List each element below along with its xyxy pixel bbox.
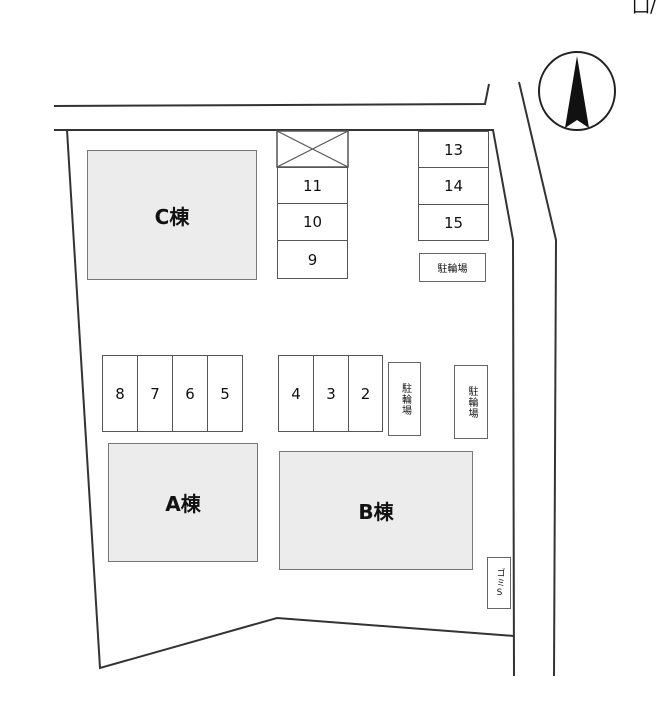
bicycle-parking-upper: 駐輪場 — [419, 253, 486, 282]
parking-slot-3: 3 — [313, 355, 349, 432]
building-c: C棟 — [87, 150, 257, 280]
parking-slot-6: 6 — [172, 355, 208, 432]
parking-slot-15: 15 — [418, 204, 489, 241]
garbage-station-label: ゴミS — [494, 567, 505, 599]
garbage-station: ゴミS — [487, 557, 511, 609]
bicycle-parking-right: 駐輪場 — [454, 365, 488, 439]
parking-slot-14: 14 — [418, 167, 489, 205]
parking-slot-5: 5 — [207, 355, 243, 432]
bicycle-parking-middle-label: 駐輪場 — [399, 382, 411, 416]
parking-slot-10: 10 — [277, 203, 348, 241]
building-b: B棟 — [279, 451, 473, 570]
bicycle-parking-middle: 駐輪場 — [388, 362, 421, 436]
building-a: A棟 — [108, 443, 258, 562]
parking-slot-2: 2 — [348, 355, 383, 432]
parking-slot-13: 13 — [418, 131, 489, 168]
parking-slot-7: 7 — [137, 355, 173, 432]
parking-slot-8: 8 — [102, 355, 138, 432]
corner-text: 囗/ — [632, 0, 657, 17]
parking-slot-4: 4 — [278, 355, 314, 432]
parking-slot-9: 9 — [277, 240, 348, 279]
bicycle-parking-right-label: 駐輪場 — [466, 385, 477, 419]
north-arrow-icon — [538, 51, 616, 131]
parking-slot-11: 11 — [277, 167, 348, 204]
